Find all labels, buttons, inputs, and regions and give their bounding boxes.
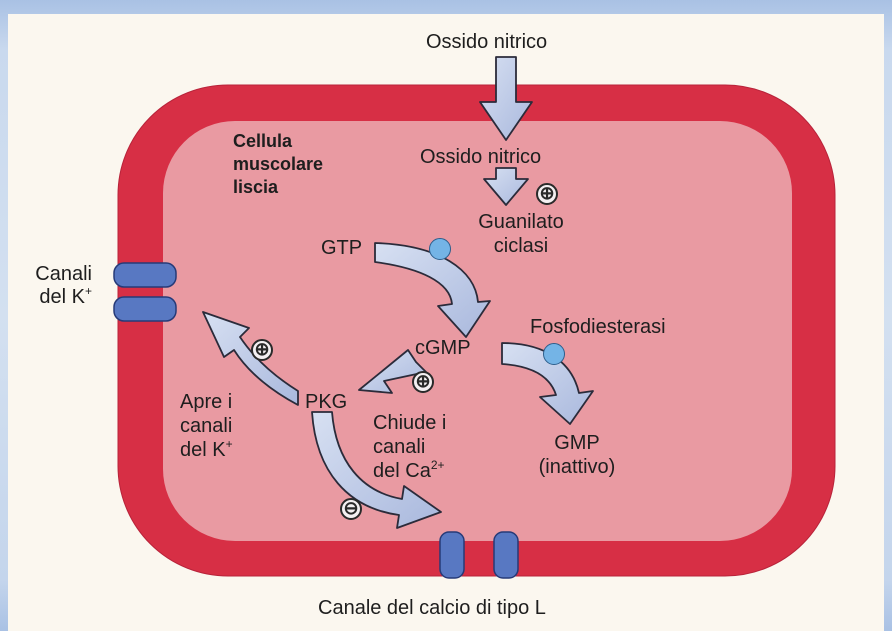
closes-ca-channels-label: Chiude i canali del Ca2+ — [373, 411, 446, 483]
cgmp-label: cGMP — [415, 337, 471, 360]
phosphodiesterase-dot — [543, 343, 565, 365]
ca-channel-right — [494, 532, 518, 578]
closes-ca-line-2: canali — [373, 435, 446, 459]
gmp-line-1: GMP — [512, 431, 642, 455]
activation-symbol-k-channel: ⊕ — [251, 339, 273, 361]
opens-k-channels-label: Apre i canali del K+ — [180, 390, 233, 462]
ca-channel-left — [440, 532, 464, 578]
k-channel-top — [114, 263, 176, 287]
inhibition-symbol-ca-channel: ⊖ — [340, 498, 362, 520]
k-channels-text: del K — [39, 286, 85, 308]
gtp-label: GTP — [321, 237, 362, 260]
opens-k-text: del K — [180, 439, 226, 461]
opens-k-charge: + — [226, 437, 233, 451]
closes-ca-charge: 2+ — [431, 458, 445, 472]
cell-title-line-1: Cellula — [233, 130, 323, 153]
k-channel-bottom — [114, 297, 176, 321]
k-channels-line-2: del K+ — [22, 286, 92, 309]
closes-ca-text: del Ca — [373, 460, 431, 482]
opens-k-line-1: Apre i — [180, 390, 233, 414]
guanylate-cyclase-dot — [429, 238, 451, 260]
k-channels-line-1: Canali — [22, 263, 92, 286]
cell-title: Cellula muscolare liscia — [233, 130, 323, 199]
k-channels-label: Canali del K+ — [22, 263, 92, 309]
no-inside-label: Ossido nitrico — [420, 146, 541, 169]
opens-k-line-3: del K+ — [180, 438, 233, 462]
pkg-label: PKG — [305, 391, 347, 414]
gmp-line-2: (inattivo) — [512, 455, 642, 479]
l-type-channel-label: Canale del calcio di tipo L — [318, 597, 546, 620]
k-channels-charge: + — [85, 284, 92, 298]
closes-ca-line-3: del Ca2+ — [373, 459, 446, 483]
guanylate-cyclase-label: Guanilato ciclasi — [456, 210, 586, 258]
gmp-label: GMP (inattivo) — [512, 431, 642, 479]
activation-symbol-pkg: ⊕ — [412, 371, 434, 393]
guanylate-cyclase-line-1: Guanilato — [456, 210, 586, 234]
activation-symbol-gc: ⊕ — [536, 183, 558, 205]
cell-title-line-3: liscia — [233, 176, 323, 199]
phosphodiesterase-label: Fosfodiesterasi — [530, 316, 666, 339]
no-outside-label: Ossido nitrico — [426, 31, 547, 54]
guanylate-cyclase-line-2: ciclasi — [456, 234, 586, 258]
cell-title-line-2: muscolare — [233, 153, 323, 176]
opens-k-line-2: canali — [180, 414, 233, 438]
closes-ca-line-1: Chiude i — [373, 411, 446, 435]
